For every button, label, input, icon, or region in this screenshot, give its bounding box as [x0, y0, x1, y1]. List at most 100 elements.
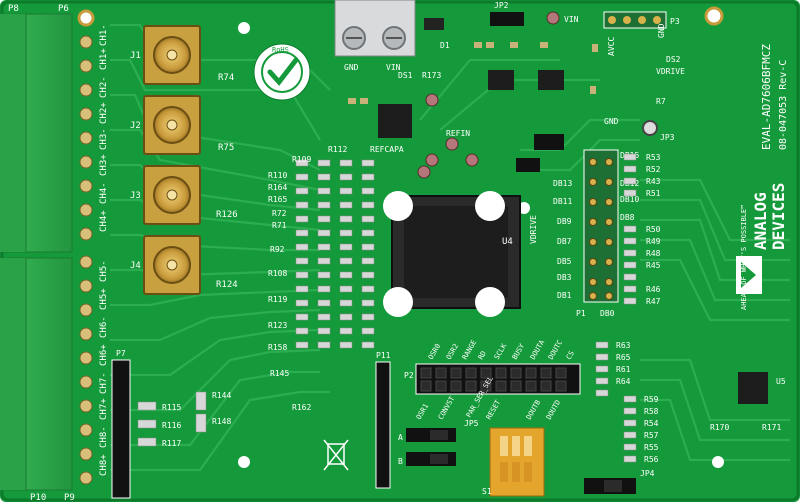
resistor-label: R54: [644, 419, 659, 428]
ic-u3: [538, 70, 564, 90]
sma-connector-j2[interactable]: [143, 95, 201, 155]
diode-d1: [424, 18, 444, 30]
resistor-label: R46: [646, 285, 661, 294]
databus-label: DB0: [600, 309, 615, 318]
jumper-jp6[interactable]: [516, 158, 540, 172]
brand-line1: ANALOG: [751, 192, 770, 250]
resistor-label: R57: [644, 431, 659, 440]
brand-line2: DEVICES: [769, 183, 788, 250]
channel-label: CH4-: [99, 182, 109, 204]
top-label: GND: [604, 117, 619, 126]
channel-label: CH8+: [99, 454, 109, 476]
channel-label: CH3-: [99, 128, 109, 150]
top-label: R173: [422, 71, 441, 80]
jumper-jp2[interactable]: JP2: [490, 1, 524, 26]
board-part-number: 08-047053 Rev-C: [778, 60, 789, 150]
test-points[interactable]: [417, 93, 479, 179]
sma-connector-j1[interactable]: [143, 25, 201, 85]
channel-label: CH5+: [99, 288, 109, 310]
top-label: REFCAPA: [370, 145, 404, 154]
databus-pins: [589, 158, 613, 300]
control-signal: RD: [477, 350, 488, 361]
label-u4: U4: [502, 237, 513, 247]
top-label: VDRIVE: [656, 67, 685, 76]
jumper-jp5[interactable]: [406, 428, 456, 466]
jumper-jp4[interactable]: [584, 478, 636, 494]
rohs-text: RoHS: [272, 46, 289, 54]
databus-label: DB3: [557, 273, 572, 282]
channel-label: CH5-: [99, 260, 109, 282]
resistor-label: R145: [270, 369, 289, 378]
header-p3[interactable]: [603, 11, 667, 29]
bottom-left-parts: [137, 391, 207, 447]
sma-connector-j3[interactable]: [143, 165, 201, 225]
databus-label: DB1: [557, 291, 572, 300]
channel-label: CH6+: [99, 344, 109, 366]
weee-symbol: [323, 439, 349, 471]
resistor-label: R108: [268, 269, 287, 278]
header-p7[interactable]: [111, 359, 131, 499]
mounting-hole: [238, 22, 250, 34]
label-p11: P11: [376, 351, 391, 360]
sma-label: J4: [130, 261, 141, 271]
resistor-array: [295, 159, 375, 349]
resistor-label: R48: [646, 249, 661, 258]
resistor-label: R110: [268, 171, 287, 180]
top-label: GND: [657, 23, 666, 38]
label-p3: P3: [670, 17, 680, 26]
label-p10: P10: [30, 493, 46, 502]
header-p11[interactable]: [375, 361, 391, 489]
label-p1: P1: [576, 309, 586, 318]
databus-header-p1[interactable]: [583, 149, 619, 303]
label-p8: P8: [8, 4, 19, 14]
channel-label: CH1-: [99, 24, 109, 46]
top-label: AVCC: [607, 37, 616, 56]
label-p2: P2: [404, 371, 414, 380]
resistor-label: R72: [272, 209, 287, 218]
resistor-label: R123: [268, 321, 287, 330]
jumper-jp3[interactable]: [534, 134, 564, 150]
channel-label: CH7-: [99, 372, 109, 394]
test-point-vin[interactable]: [546, 11, 560, 25]
sma-connector-j4[interactable]: [143, 235, 201, 295]
test-point-3v3[interactable]: [642, 120, 658, 136]
resistor-label: R124: [216, 280, 238, 290]
ic-u2: [488, 70, 514, 90]
dip-switch-s1[interactable]: [489, 427, 545, 497]
label-p6: P6: [58, 4, 69, 14]
resistor-label: R47: [646, 297, 661, 306]
databus-label: DB11: [553, 197, 572, 206]
resistor-label: R63: [616, 341, 631, 350]
board-name: EVAL-AD7606BFMCZ: [760, 44, 773, 150]
rohs-badge: RoHS: [253, 43, 311, 101]
resistor-label: R55: [644, 443, 659, 452]
channel-label: CH7+: [99, 398, 109, 420]
channel-label: CH2-: [99, 76, 109, 98]
mounting-hole: [712, 456, 724, 468]
standoff-hole: [475, 287, 505, 317]
header-letter: B: [398, 457, 403, 466]
resistor-label: R116: [162, 421, 181, 430]
channel-label: CH8-: [99, 426, 109, 448]
copper-traces: [110, 23, 790, 472]
resistor-label: R126: [216, 210, 238, 220]
power-terminal[interactable]: [334, 0, 416, 57]
resistor-label: R52: [646, 165, 661, 174]
channel-label: CH2+: [99, 102, 109, 124]
terminal-pins: [79, 11, 93, 485]
terminal-block-bottom[interactable]: [0, 257, 73, 491]
resistor-label: R148: [212, 417, 231, 426]
standoff-hole: [383, 287, 413, 317]
databus-label: DB5: [557, 257, 572, 266]
sma-label: J2: [130, 121, 141, 131]
resistor-label: R112: [328, 145, 347, 154]
control-signal: CS: [565, 350, 576, 361]
databus-label: DB9: [557, 217, 572, 226]
terminal-block-top[interactable]: [0, 13, 73, 253]
resistor-label: R109: [292, 155, 311, 164]
label-p7: P7: [116, 349, 126, 358]
standoff-hole: [475, 191, 505, 221]
resistor-label: R164: [268, 183, 287, 192]
label-jp2: JP2: [494, 1, 509, 10]
channel-label: CH3+: [99, 154, 109, 176]
